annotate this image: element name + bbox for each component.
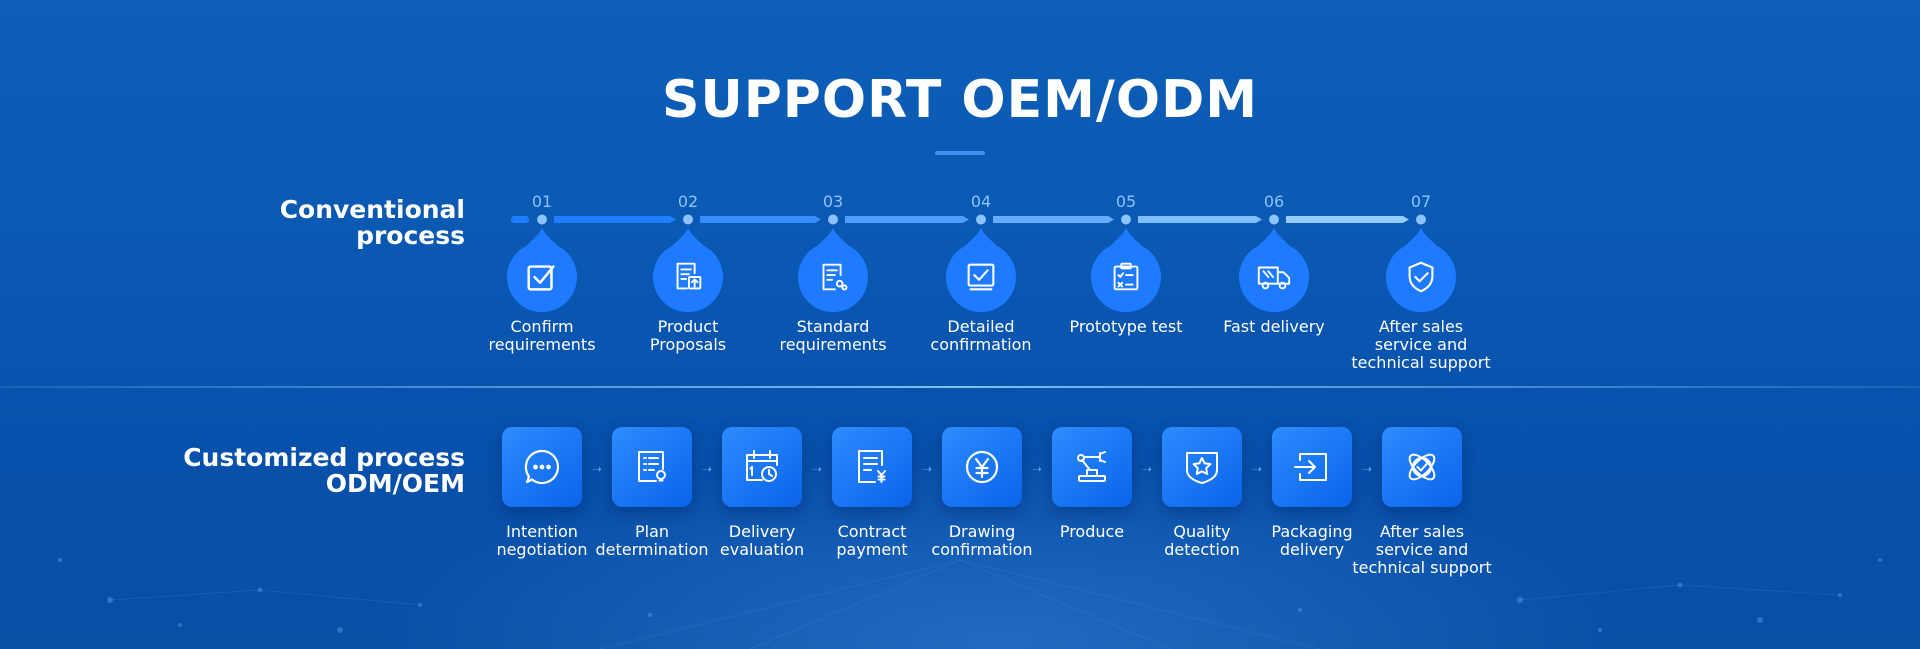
arrow-icon: ➝ xyxy=(921,462,933,476)
arrow-icon: ➝ xyxy=(1141,462,1153,476)
box-arrow-icon xyxy=(1294,453,1327,481)
chat-bubble-icon xyxy=(524,449,560,485)
section-divider xyxy=(0,386,1920,388)
step-icon-5 xyxy=(1091,242,1161,312)
timeline-segment xyxy=(1286,216,1409,223)
step-number-6: 06 xyxy=(1263,192,1285,211)
check-box-icon xyxy=(527,265,555,291)
customized-label-line2: ODM/OEM xyxy=(325,469,465,498)
timeline-segment xyxy=(511,216,529,223)
timeline-dot xyxy=(828,214,838,225)
shield-check-icon xyxy=(1408,261,1434,293)
conventional-label-line1: Conventional xyxy=(279,195,465,224)
process-box-9 xyxy=(1382,427,1462,507)
step-number-5: 05 xyxy=(1115,192,1137,211)
arrow-icon: ➝ xyxy=(1251,462,1263,476)
timeline-segment xyxy=(1138,216,1262,223)
arrow-icon: ➝ xyxy=(701,462,713,476)
step-label-6: Fast delivery xyxy=(1223,317,1325,336)
timeline-dot xyxy=(1121,214,1131,225)
step-icon-2 xyxy=(653,242,723,312)
timeline-segment xyxy=(993,216,1114,223)
title-underline xyxy=(935,151,985,155)
timeline-dot xyxy=(1269,214,1279,225)
star-shield-icon xyxy=(1186,452,1218,484)
timeline-segment xyxy=(845,216,969,223)
arrow-icon: ➝ xyxy=(1361,462,1373,476)
step-icon-3 xyxy=(798,242,868,312)
timeline-segment xyxy=(554,216,676,223)
timeline-segment xyxy=(700,216,821,223)
document-settings-icon xyxy=(822,263,848,291)
contract-yen-icon xyxy=(858,450,886,483)
atom-check-icon xyxy=(1408,453,1436,481)
delivery-truck-icon xyxy=(1257,266,1291,290)
document-upload-icon xyxy=(676,262,702,290)
process-box-3 xyxy=(722,427,802,507)
step-number-7: 07 xyxy=(1410,192,1432,211)
arrow-icon: ➝ xyxy=(591,462,603,476)
process-box-4 xyxy=(832,427,912,507)
step-number-2: 02 xyxy=(677,192,699,211)
step-icon-4 xyxy=(946,242,1016,312)
timeline-segments xyxy=(554,216,1409,223)
conventional-process-label: Conventional process xyxy=(280,197,465,249)
yen-circle-icon xyxy=(965,450,999,484)
process-box-2 xyxy=(612,427,692,507)
clipboard-checklist-icon xyxy=(1113,262,1139,291)
process-box-7 xyxy=(1162,427,1242,507)
robotic-arm-icon xyxy=(1077,451,1106,482)
calendar-clock-icon xyxy=(746,450,778,482)
process-label-6: Produce xyxy=(1059,522,1125,541)
process-box-8 xyxy=(1272,427,1352,507)
process-box-6 xyxy=(1052,427,1132,507)
step-number-1: 01 xyxy=(531,192,553,211)
process-box-5 xyxy=(942,427,1022,507)
step-icon-1 xyxy=(507,242,577,312)
step-number-3: 03 xyxy=(822,192,844,211)
timeline-dot xyxy=(683,214,693,225)
arrow-icon: ➝ xyxy=(811,462,823,476)
step-label-5: Prototype test xyxy=(1069,317,1183,336)
conventional-label-line2: process xyxy=(356,221,465,250)
timeline-dot xyxy=(537,214,547,225)
step-icon-6 xyxy=(1239,242,1309,312)
arrow-icon: ➝ xyxy=(1031,462,1043,476)
step-number-4: 04 xyxy=(970,192,992,211)
monitor-check-icon xyxy=(967,263,995,291)
customized-process-label: Customized process ODM/OEM xyxy=(183,445,465,497)
page-title: SUPPORT OEM/ODM xyxy=(662,70,1258,130)
process-box-1 xyxy=(502,427,582,507)
customized-label-line1: Customized process xyxy=(183,443,465,472)
document-list-bulb-icon xyxy=(638,451,666,482)
timeline-dot xyxy=(976,214,986,225)
timeline-dot xyxy=(1416,214,1426,225)
step-icon-7 xyxy=(1386,242,1456,312)
